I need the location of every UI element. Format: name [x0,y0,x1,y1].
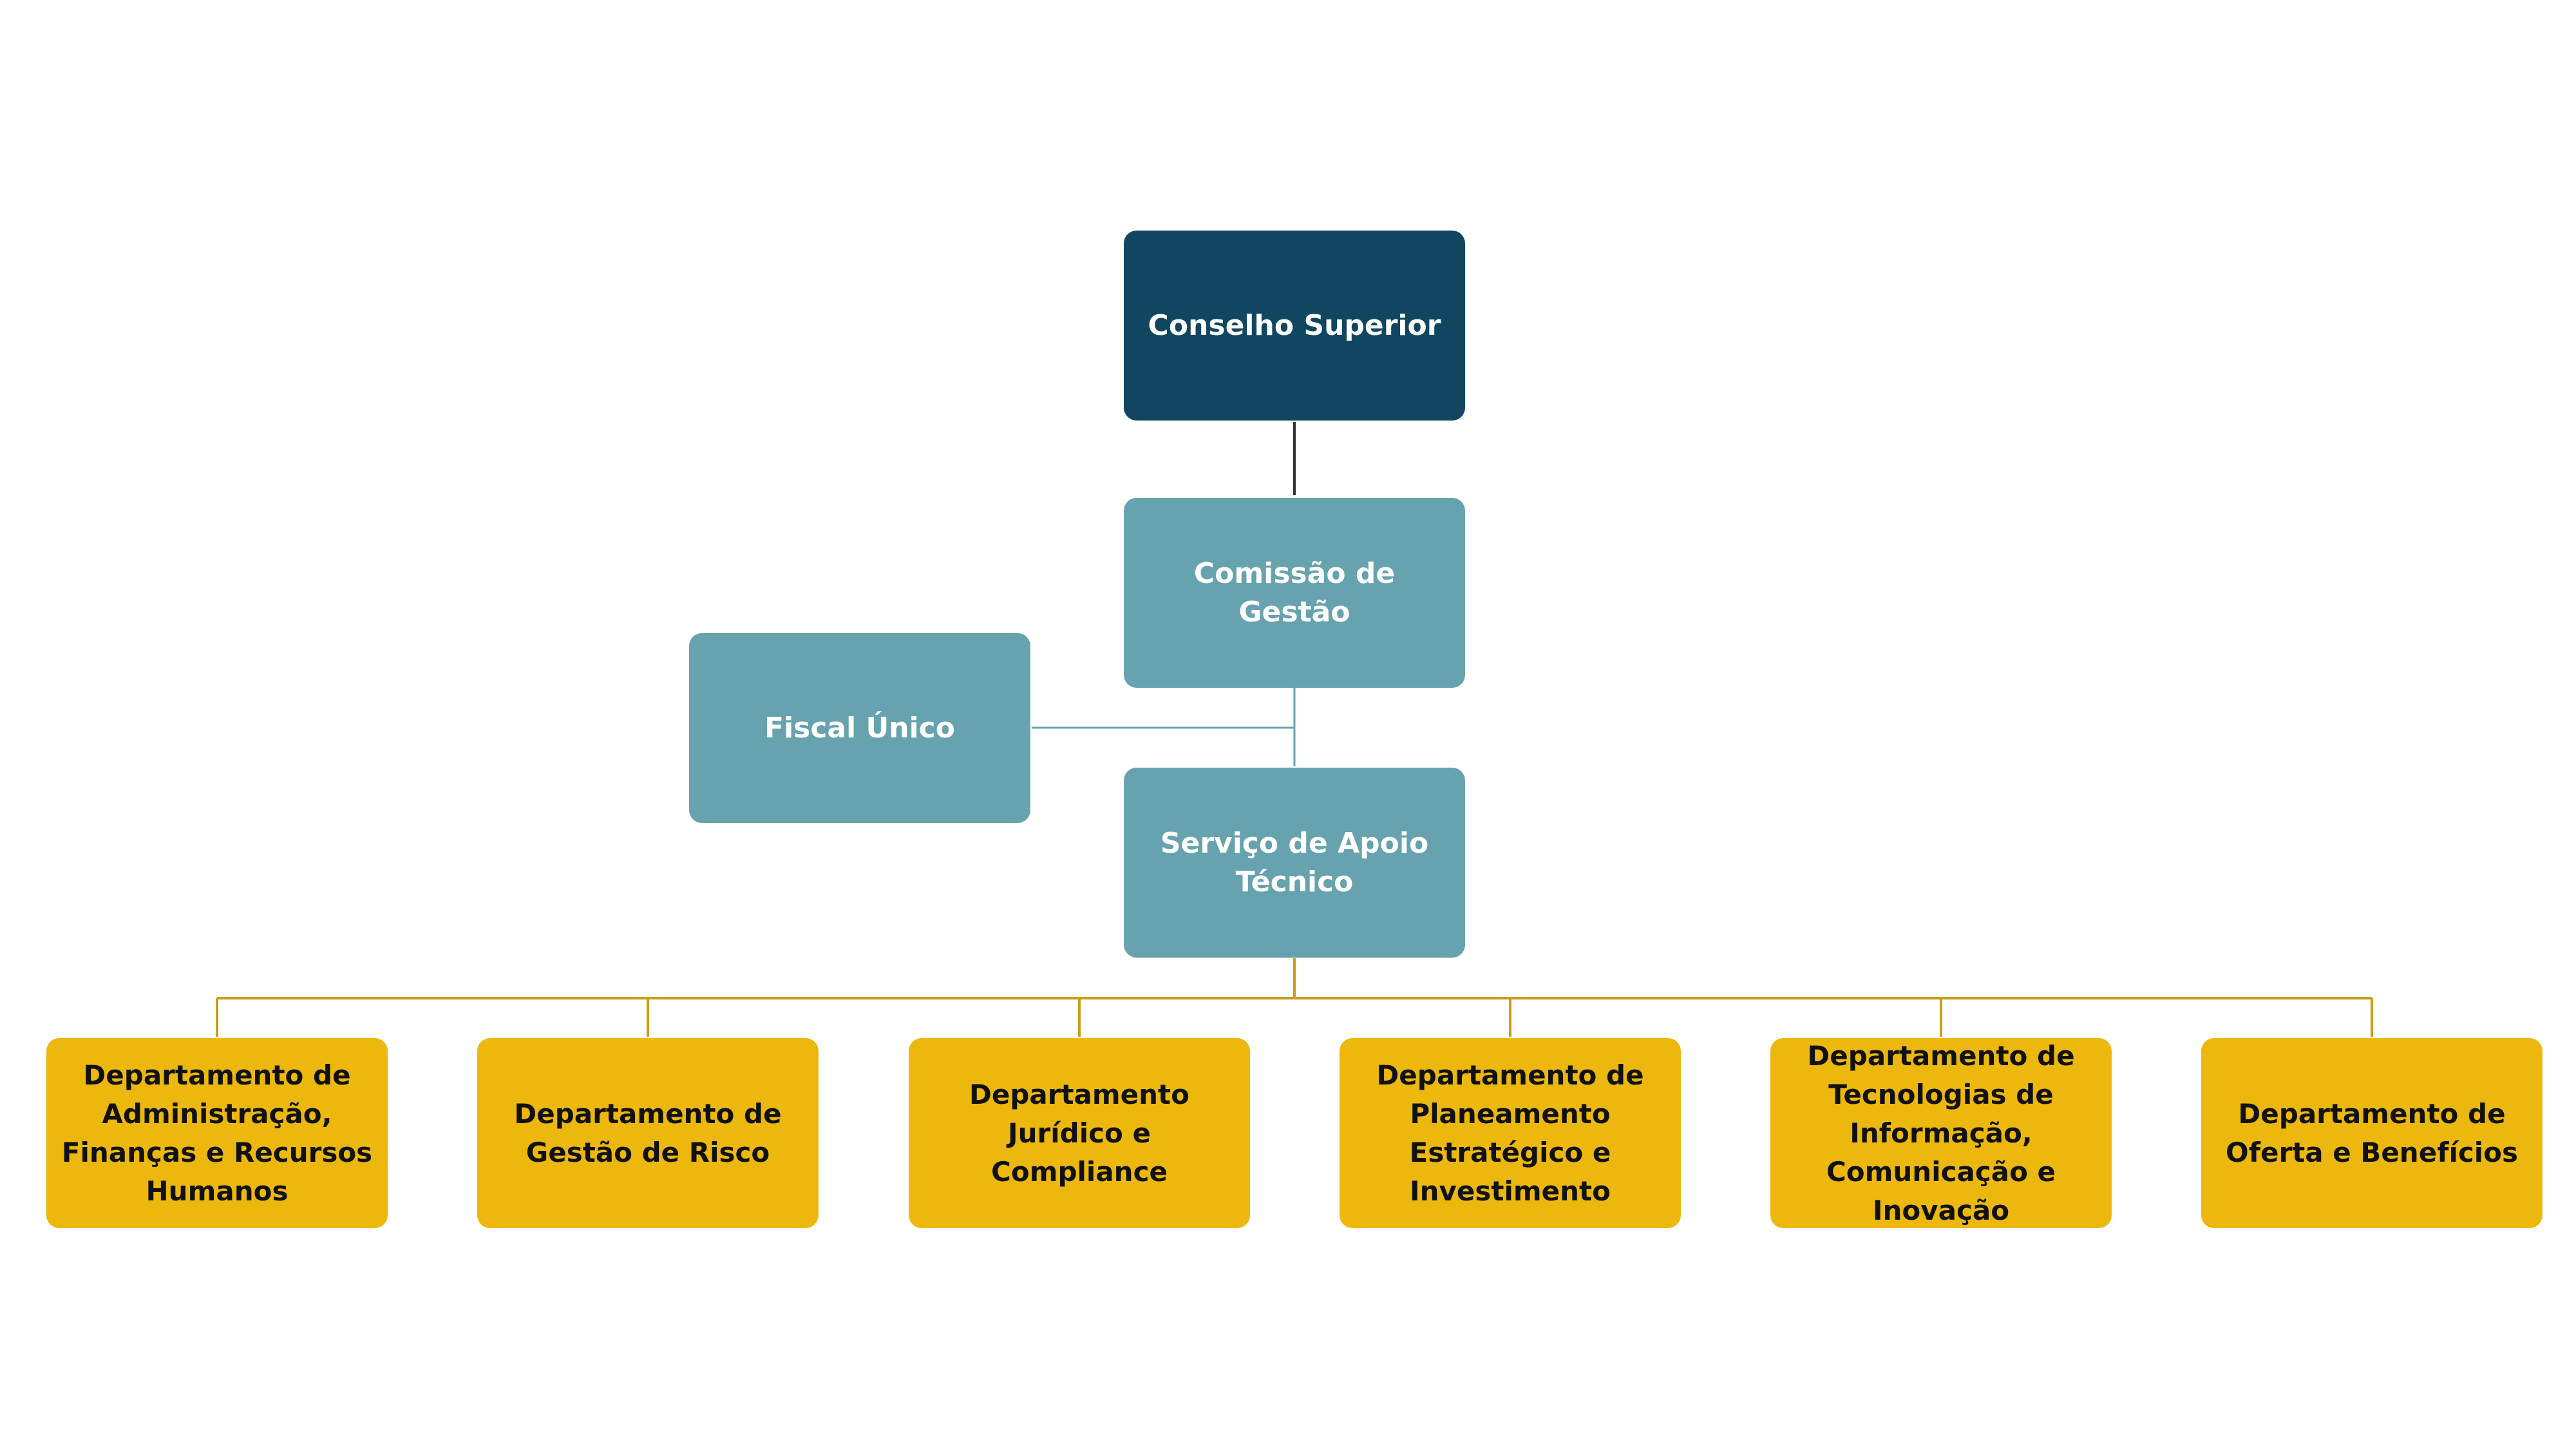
department-label: Departamento Jurídico e Compliance [969,1078,1189,1188]
department-box: Departamento de Planeamento Estratégico … [1340,1038,1681,1228]
servico-apoio-tecnico-label: Serviço de Apoio Técnico [1160,826,1429,898]
conselho-superior-box: Conselho Superior [1124,231,1465,421]
fiscal-unico-box: Fiscal Único [689,633,1030,823]
fiscal-unico-label: Fiscal Único [764,711,955,744]
department-label: Departamento de Tecnologias de Informaçã… [1807,1039,2075,1226]
conselho-superior-label: Conselho Superior [1148,308,1441,342]
department-label: Departamento de Administração, Finanças … [61,1059,373,1207]
comissao-de-gestao-box: Comissão de Gestão [1124,498,1465,688]
department-box: Departamento de Tecnologias de Informaçã… [1770,1038,2112,1228]
department-label: Departamento de Oferta e Benefícios [2225,1097,2519,1168]
department-box: Departamento de Administração, Finanças … [46,1038,388,1228]
department-box: Departamento de Oferta e Benefícios [2201,1038,2543,1228]
department-box: Departamento Jurídico e Compliance [909,1038,1250,1228]
comissao-de-gestao-label: Comissão de Gestão [1193,556,1396,629]
department-label: Departamento de Planeamento Estratégico … [1376,1059,1644,1207]
department-label: Departamento de Gestão de Risco [514,1097,782,1168]
department-box: Departamento de Gestão de Risco [477,1038,819,1228]
servico-apoio-tecnico-box: Serviço de Apoio Técnico [1124,768,1465,958]
